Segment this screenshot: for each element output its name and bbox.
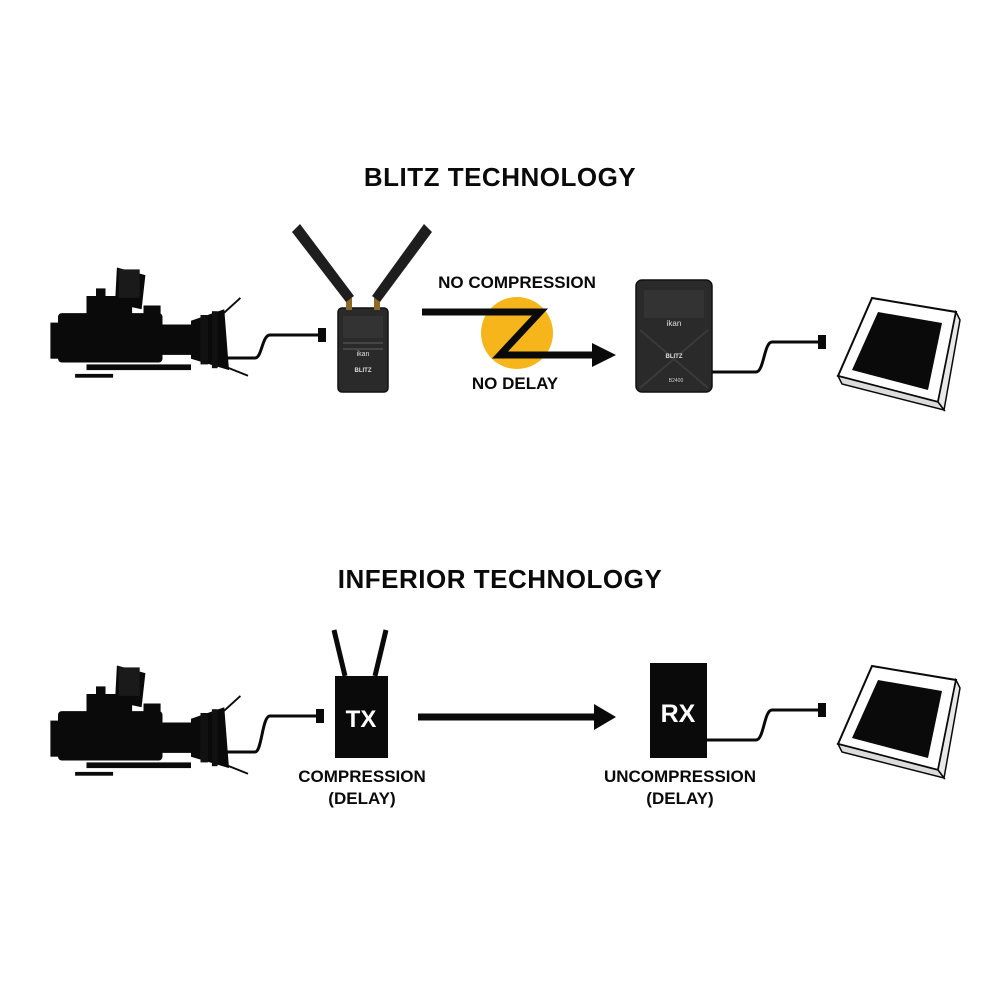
uncompression-label: UNCOMPRESSION (DELAY)	[580, 766, 780, 810]
blitz-heading: BLITZ TECHNOLOGY	[363, 162, 637, 192]
inferior-heading: INFERIOR TECHNOLOGY	[337, 564, 663, 594]
blitz-rx-model: BLITZ	[666, 354, 683, 360]
uncompression-label-line1: UNCOMPRESSION	[603, 767, 757, 786]
no-compression-label: NO COMPRESSION	[438, 273, 596, 292]
blitz-rx-brand: ikan	[667, 319, 682, 328]
inferior-monitor-icon	[837, 665, 961, 779]
tx-label: TX	[346, 706, 377, 733]
inferior-rx-cable-icon	[707, 708, 820, 742]
inferior-arrow-right-icon	[594, 704, 616, 730]
inferior-tx-connector	[316, 709, 324, 723]
no-delay-label: NO DELAY	[471, 374, 559, 393]
inferior-rx-device: RX	[650, 663, 707, 758]
rx-label: RX	[661, 700, 696, 728]
blitz-camera-icon	[49, 266, 249, 379]
inferior-tx-device: TX	[331, 629, 389, 758]
compression-label-line1: COMPRESSION	[298, 767, 426, 786]
blitz-tx-cable-icon	[225, 333, 320, 360]
inferior-camera-icon	[49, 664, 249, 777]
compression-label: COMPRESSION (DELAY)	[270, 766, 454, 810]
blitz-tx-connector	[318, 328, 326, 342]
blitz-arrow-right-icon	[592, 343, 616, 367]
inferior-tx-cable-icon	[225, 714, 318, 754]
blitz-tx-brand: ikan	[357, 351, 370, 358]
blitz-rx-device: ikan BLITZ B2400	[635, 279, 713, 393]
uncompression-label-line2: (DELAY)	[646, 789, 714, 808]
inferior-rx-connector	[818, 703, 826, 717]
blitz-rx-sub: B2400	[669, 378, 684, 384]
tx-antenna-right-icon	[372, 629, 389, 677]
blitz-tx-antenna-icon	[292, 224, 432, 302]
compression-label-line2: (DELAY)	[328, 789, 396, 808]
blitz-tx-device: ikan BLITZ	[337, 298, 389, 393]
blitz-tx-model: BLITZ	[355, 368, 372, 374]
blitz-rx-cable-icon	[712, 340, 820, 374]
blitz-rx-connector	[818, 335, 826, 349]
blitz-z-arrow-icon	[422, 308, 594, 359]
tx-antenna-left-icon	[331, 629, 348, 677]
blitz-monitor-icon	[837, 297, 961, 411]
